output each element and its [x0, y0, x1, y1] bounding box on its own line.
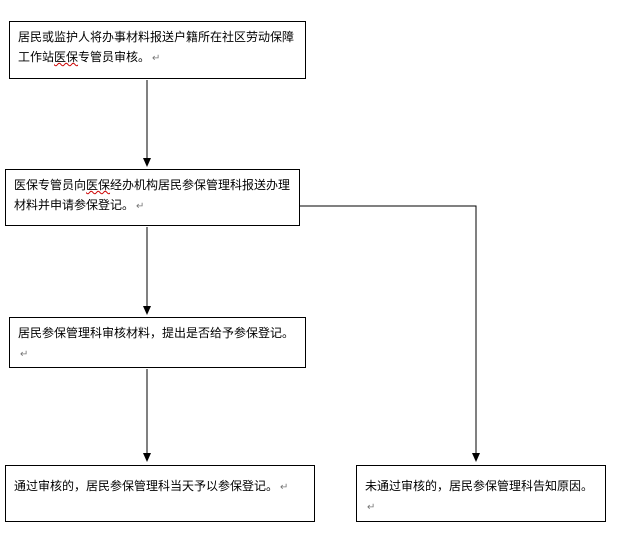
flow-result-pass: 通过审核的，居民参保管理科当天予以参保登记。↵: [5, 465, 315, 522]
paragraph-mark-icon: ↵: [20, 349, 29, 360]
arrowhead-step3: [143, 306, 151, 315]
paragraph-mark-icon: ↵: [367, 502, 376, 513]
paragraph-mark-icon: ↵: [136, 201, 145, 212]
flow-result-pass-text: 通过审核的，居民参保管理科当天予以参保登记。↵: [14, 479, 289, 493]
flow-step-1-text: 居民或监护人将办事材料报送户籍所在社区劳动保障工作站医保专管员审核。↵: [18, 30, 295, 64]
flow-result-fail: 未通过审核的，居民参保管理科告知原因。↵: [356, 465, 606, 522]
paragraph-mark-icon: ↵: [152, 53, 161, 64]
flow-step-1: 居民或监护人将办事材料报送户籍所在社区劳动保障工作站医保专管员审核。↵: [9, 21, 306, 79]
flow-step-3-text: 居民参保管理科审核材料，提出是否给予参保登记。↵: [18, 326, 295, 360]
flow-step-3: 居民参保管理科审核材料，提出是否给予参保登记。↵: [9, 317, 306, 368]
flow-step-2-text: 医保专管员向医保经办机构居民参保管理科报送办理材料并申请参保登记。↵: [14, 178, 291, 212]
arrowhead-fail: [472, 453, 480, 462]
arrowhead-step2: [143, 158, 151, 167]
flow-result-fail-text: 未通过审核的，居民参保管理科告知原因。↵: [365, 479, 594, 513]
paragraph-mark-icon: ↵: [280, 482, 289, 493]
arrow-step2-to-fail: [300, 205, 477, 460]
flow-step-2: 医保专管员向医保经办机构居民参保管理科报送办理材料并申请参保登记。↵: [5, 169, 300, 226]
arrowhead-pass: [143, 453, 151, 462]
